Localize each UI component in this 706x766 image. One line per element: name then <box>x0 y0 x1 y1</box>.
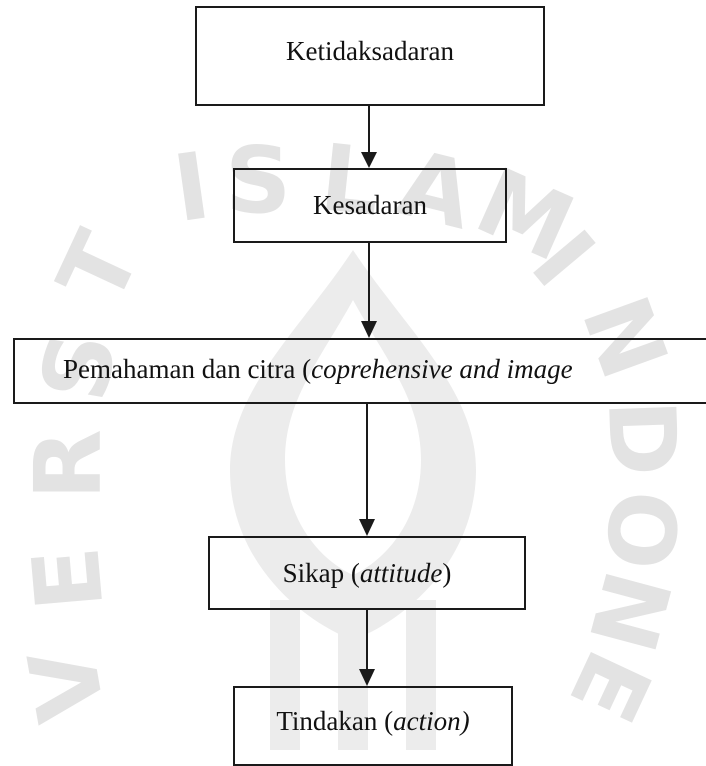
step-pemahaman-label: Pemahaman dan citra ( <box>63 353 312 384</box>
arrowhead-4-icon <box>359 669 375 686</box>
step-tindakan-label: Tindakan ( <box>276 706 394 736</box>
step-pemahaman-box: Pemahaman dan citra (coprehensive and im… <box>13 338 706 404</box>
arrowhead-1-icon <box>361 152 377 168</box>
step-pemahaman-english: coprehensive and image <box>311 353 573 384</box>
step-ketidaksadaran-label: Ketidaksadaran <box>286 36 454 66</box>
step-ketidaksadaran-box: Ketidaksadaran <box>195 6 545 106</box>
step-sikap-english: attitude <box>359 557 443 588</box>
step-sikap-close: ) <box>442 557 452 588</box>
step-sikap-label: Sikap ( <box>282 557 360 588</box>
arrowhead-2-icon <box>361 321 377 338</box>
arrowhead-3-icon <box>359 519 375 536</box>
step-tindakan-box: Tindakan (action) <box>233 686 513 766</box>
step-sikap-box: Sikap (attitude) <box>208 536 526 610</box>
step-tindakan-english: action) <box>393 706 470 736</box>
flow-connectors <box>359 106 377 686</box>
step-kesadaran-label: Kesadaran <box>313 190 427 220</box>
step-kesadaran-box: Kesadaran <box>233 168 507 243</box>
